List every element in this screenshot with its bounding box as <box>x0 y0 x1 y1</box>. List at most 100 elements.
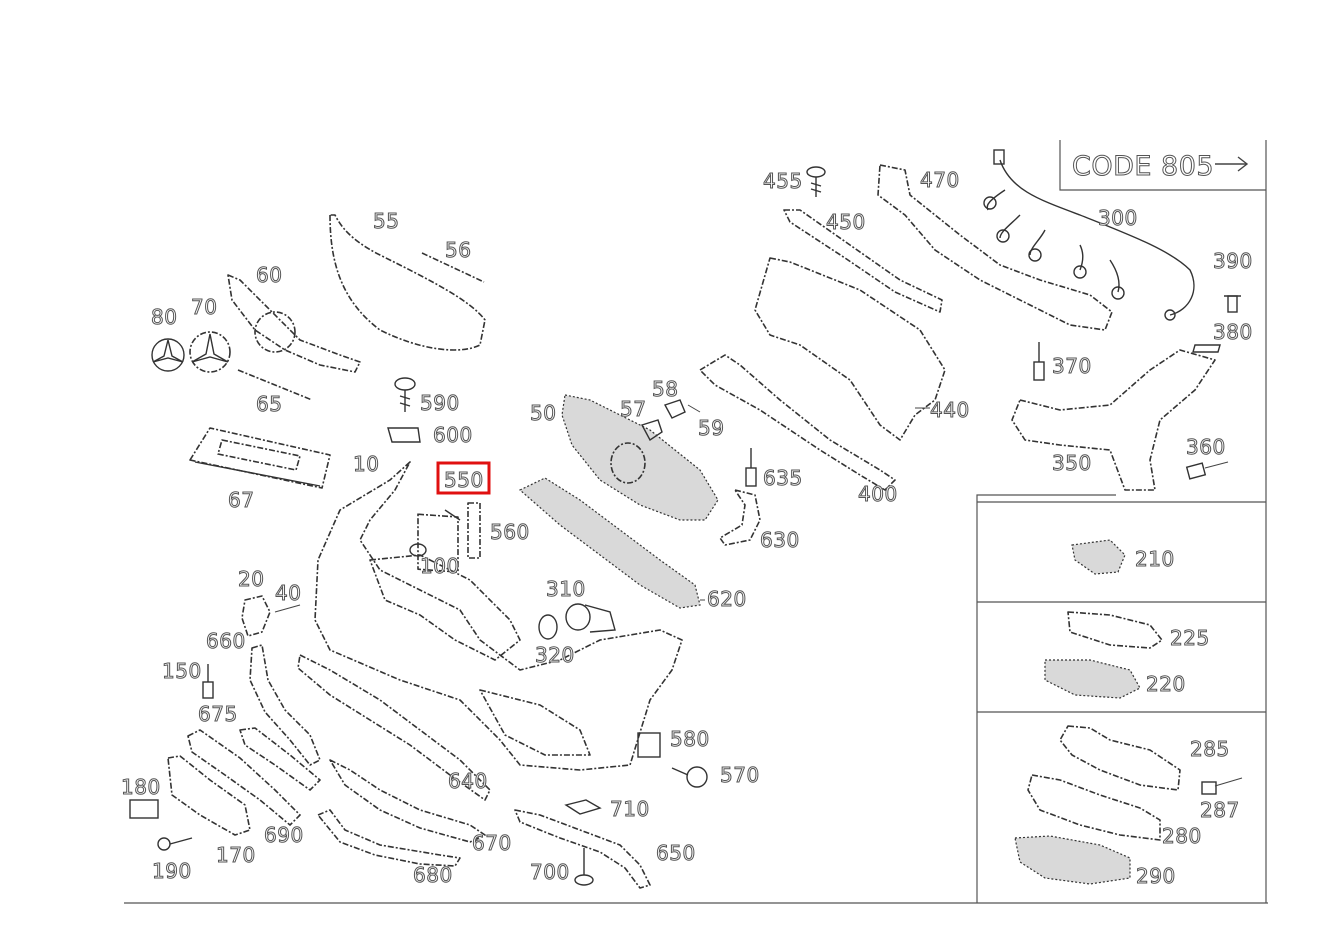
callout-287[interactable]: 287 <box>1200 798 1240 823</box>
callout-440[interactable]: 440 <box>930 398 970 423</box>
plug-287 <box>1201 777 1243 795</box>
sensor-ring-320 <box>538 614 558 640</box>
callout-310[interactable]: 310 <box>546 577 586 602</box>
nut-710 <box>564 799 602 815</box>
callout-690[interactable]: 690 <box>264 823 304 848</box>
callout-350[interactable]: 350 <box>1052 451 1092 476</box>
callout-390[interactable]: 390 <box>1213 249 1253 274</box>
callout-660[interactable]: 660 <box>206 629 246 654</box>
callout-370[interactable]: 370 <box>1052 354 1092 379</box>
parking-sensor-310 <box>565 603 616 633</box>
highlight-box-550[interactable] <box>436 461 491 495</box>
callout-650[interactable]: 650 <box>656 841 696 866</box>
sensor-bracket-550 <box>417 509 461 573</box>
stud-150 <box>202 664 214 699</box>
callout-70[interactable]: 70 <box>191 295 218 320</box>
strip-170 <box>167 755 251 836</box>
callout-560[interactable]: 560 <box>490 520 530 545</box>
callout-455[interactable]: 455 <box>763 169 803 194</box>
side-bracket-350 <box>1011 349 1216 491</box>
callout-67[interactable]: 67 <box>228 488 255 513</box>
callout-56[interactable]: 56 <box>445 238 472 263</box>
diamond-grille-50 <box>561 394 719 521</box>
plug-360 <box>1185 461 1229 480</box>
part-shapes <box>129 149 1243 889</box>
bolt-190 <box>157 837 193 851</box>
callout-285[interactable]: 285 <box>1190 737 1230 762</box>
clip-strip-560 <box>467 502 481 559</box>
callout-470[interactable]: 470 <box>920 168 960 193</box>
callout-150[interactable]: 150 <box>162 659 202 684</box>
screw-570 <box>671 766 708 788</box>
callout-100[interactable]: 100 <box>420 554 460 579</box>
callout-680[interactable]: 680 <box>413 863 453 888</box>
callout-710[interactable]: 710 <box>610 797 650 822</box>
callout-635[interactable]: 635 <box>763 466 803 491</box>
callout-675[interactable]: 675 <box>198 702 238 727</box>
callout-630[interactable]: 630 <box>760 528 800 553</box>
fog-cover-210 <box>1071 539 1126 575</box>
callout-620[interactable]: 620 <box>707 587 747 612</box>
callout-80[interactable]: 80 <box>151 305 178 330</box>
support-400 <box>699 354 896 491</box>
callout-170[interactable]: 170 <box>216 843 256 868</box>
callout-60[interactable]: 60 <box>256 263 283 288</box>
callout-50[interactable]: 50 <box>530 401 557 426</box>
callout-225[interactable]: 225 <box>1170 626 1210 651</box>
callout-180[interactable]: 180 <box>121 775 161 800</box>
grille-frame-55 <box>329 214 486 351</box>
callout-580[interactable]: 580 <box>670 727 710 752</box>
stud-370 <box>1033 342 1045 381</box>
clip-57 <box>640 419 663 442</box>
callout-450[interactable]: 450 <box>826 210 866 235</box>
callout-220[interactable]: 220 <box>1146 672 1186 697</box>
code-805-label: CODE 805 <box>1072 151 1249 183</box>
pin-40 <box>274 604 301 613</box>
callout-labels: 455 470 300 390 380 450 370 440 400 360 … <box>121 168 1253 889</box>
callout-640[interactable]: 640 <box>448 769 488 794</box>
callout-59[interactable]: 59 <box>698 416 725 441</box>
callout-570[interactable]: 570 <box>720 763 760 788</box>
callout-210[interactable]: 210 <box>1135 547 1175 572</box>
screw-455 <box>806 166 826 197</box>
grille-badge-opening-50 <box>610 442 646 484</box>
clip-380 <box>1192 344 1221 353</box>
bumper-air-inlet-10 <box>479 689 591 756</box>
callout-10[interactable]: 10 <box>353 452 380 477</box>
air-inlet-285 <box>1059 725 1181 791</box>
callout-58[interactable]: 58 <box>652 377 679 402</box>
stud-635 <box>745 448 757 487</box>
emblem-70-icon <box>189 331 231 373</box>
code-805-text[interactable]: CODE 805 <box>1072 151 1215 183</box>
callout-600[interactable]: 600 <box>433 423 473 448</box>
lower-grille-620 <box>518 477 701 609</box>
callout-380[interactable]: 380 <box>1213 320 1253 345</box>
callout-300[interactable]: 300 <box>1098 206 1138 231</box>
callout-290[interactable]: 290 <box>1136 864 1176 889</box>
trim-insert-225 <box>1067 611 1163 649</box>
callout-320[interactable]: 320 <box>535 643 575 668</box>
callout-57[interactable]: 57 <box>620 397 647 422</box>
callout-400[interactable]: 400 <box>858 482 898 507</box>
callout-190[interactable]: 190 <box>152 859 192 884</box>
bumper-grille-opening-10 <box>369 554 521 661</box>
clip-580 <box>637 732 661 758</box>
callout-670[interactable]: 670 <box>472 831 512 856</box>
diagram-frame <box>124 140 1268 904</box>
callout-65[interactable]: 65 <box>256 392 283 417</box>
stud-390 <box>1224 295 1241 313</box>
callout-20[interactable]: 20 <box>238 567 265 592</box>
callout-700[interactable]: 700 <box>530 860 570 885</box>
bracket-630 <box>719 489 761 546</box>
screw-590 <box>394 377 416 412</box>
callout-40[interactable]: 40 <box>275 581 302 606</box>
bumper-cover-10 <box>314 461 683 771</box>
screw-700 <box>574 848 594 886</box>
callout-550[interactable]: 550 <box>444 468 484 493</box>
callout-360[interactable]: 360 <box>1186 435 1226 460</box>
callout-590[interactable]: 590 <box>420 391 460 416</box>
carrier-frame-440 <box>754 257 946 441</box>
callout-280[interactable]: 280 <box>1162 824 1202 849</box>
callout-55[interactable]: 55 <box>373 209 400 234</box>
